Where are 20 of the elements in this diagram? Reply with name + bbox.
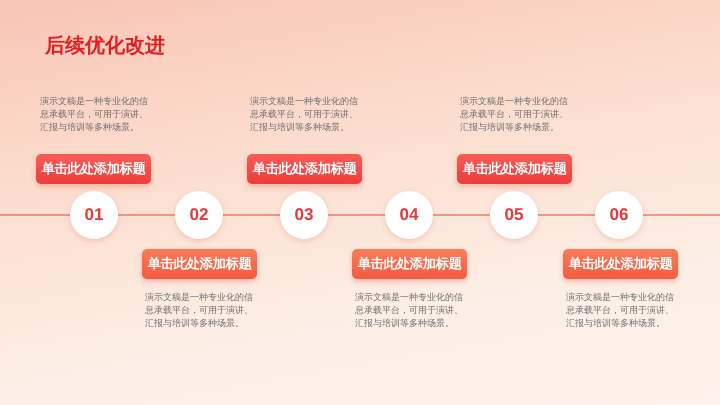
timeline-line <box>223 214 280 216</box>
timeline-line <box>328 214 385 216</box>
title-banner: 单击此处添加标题 <box>352 249 467 279</box>
timeline-line <box>0 214 70 216</box>
description-text: 演示文稿是一种专业化的信息承载平台，可用于演讲、汇报与培训等多种场景。 <box>40 95 149 134</box>
timeline-line <box>118 214 175 216</box>
title-banner: 单击此处添加标题 <box>457 154 572 184</box>
title-banner: 单击此处添加标题 <box>247 154 362 184</box>
description-text: 演示文稿是一种专业化的信息承载平台，可用于演讲、汇报与培训等多种场景。 <box>566 291 675 330</box>
description-text: 演示文稿是一种专业化的信息承载平台，可用于演讲、汇报与培训等多种场景。 <box>460 95 569 134</box>
description-text: 演示文稿是一种专业化的信息承载平台，可用于演讲、汇报与培训等多种场景。 <box>145 291 254 330</box>
description-text: 演示文稿是一种专业化的信息承载平台，可用于演讲、汇报与培训等多种场景。 <box>355 291 464 330</box>
timeline-line <box>433 214 490 216</box>
description-text: 演示文稿是一种专业化的信息承载平台，可用于演讲、汇报与培训等多种场景。 <box>250 95 359 134</box>
title-banner: 单击此处添加标题 <box>142 249 257 279</box>
timeline-line <box>643 214 720 216</box>
timeline-line <box>538 214 595 216</box>
title-banner: 单击此处添加标题 <box>36 154 151 184</box>
title-banner: 单击此处添加标题 <box>563 249 678 279</box>
slide-title: 后续优化改进 <box>45 34 165 58</box>
